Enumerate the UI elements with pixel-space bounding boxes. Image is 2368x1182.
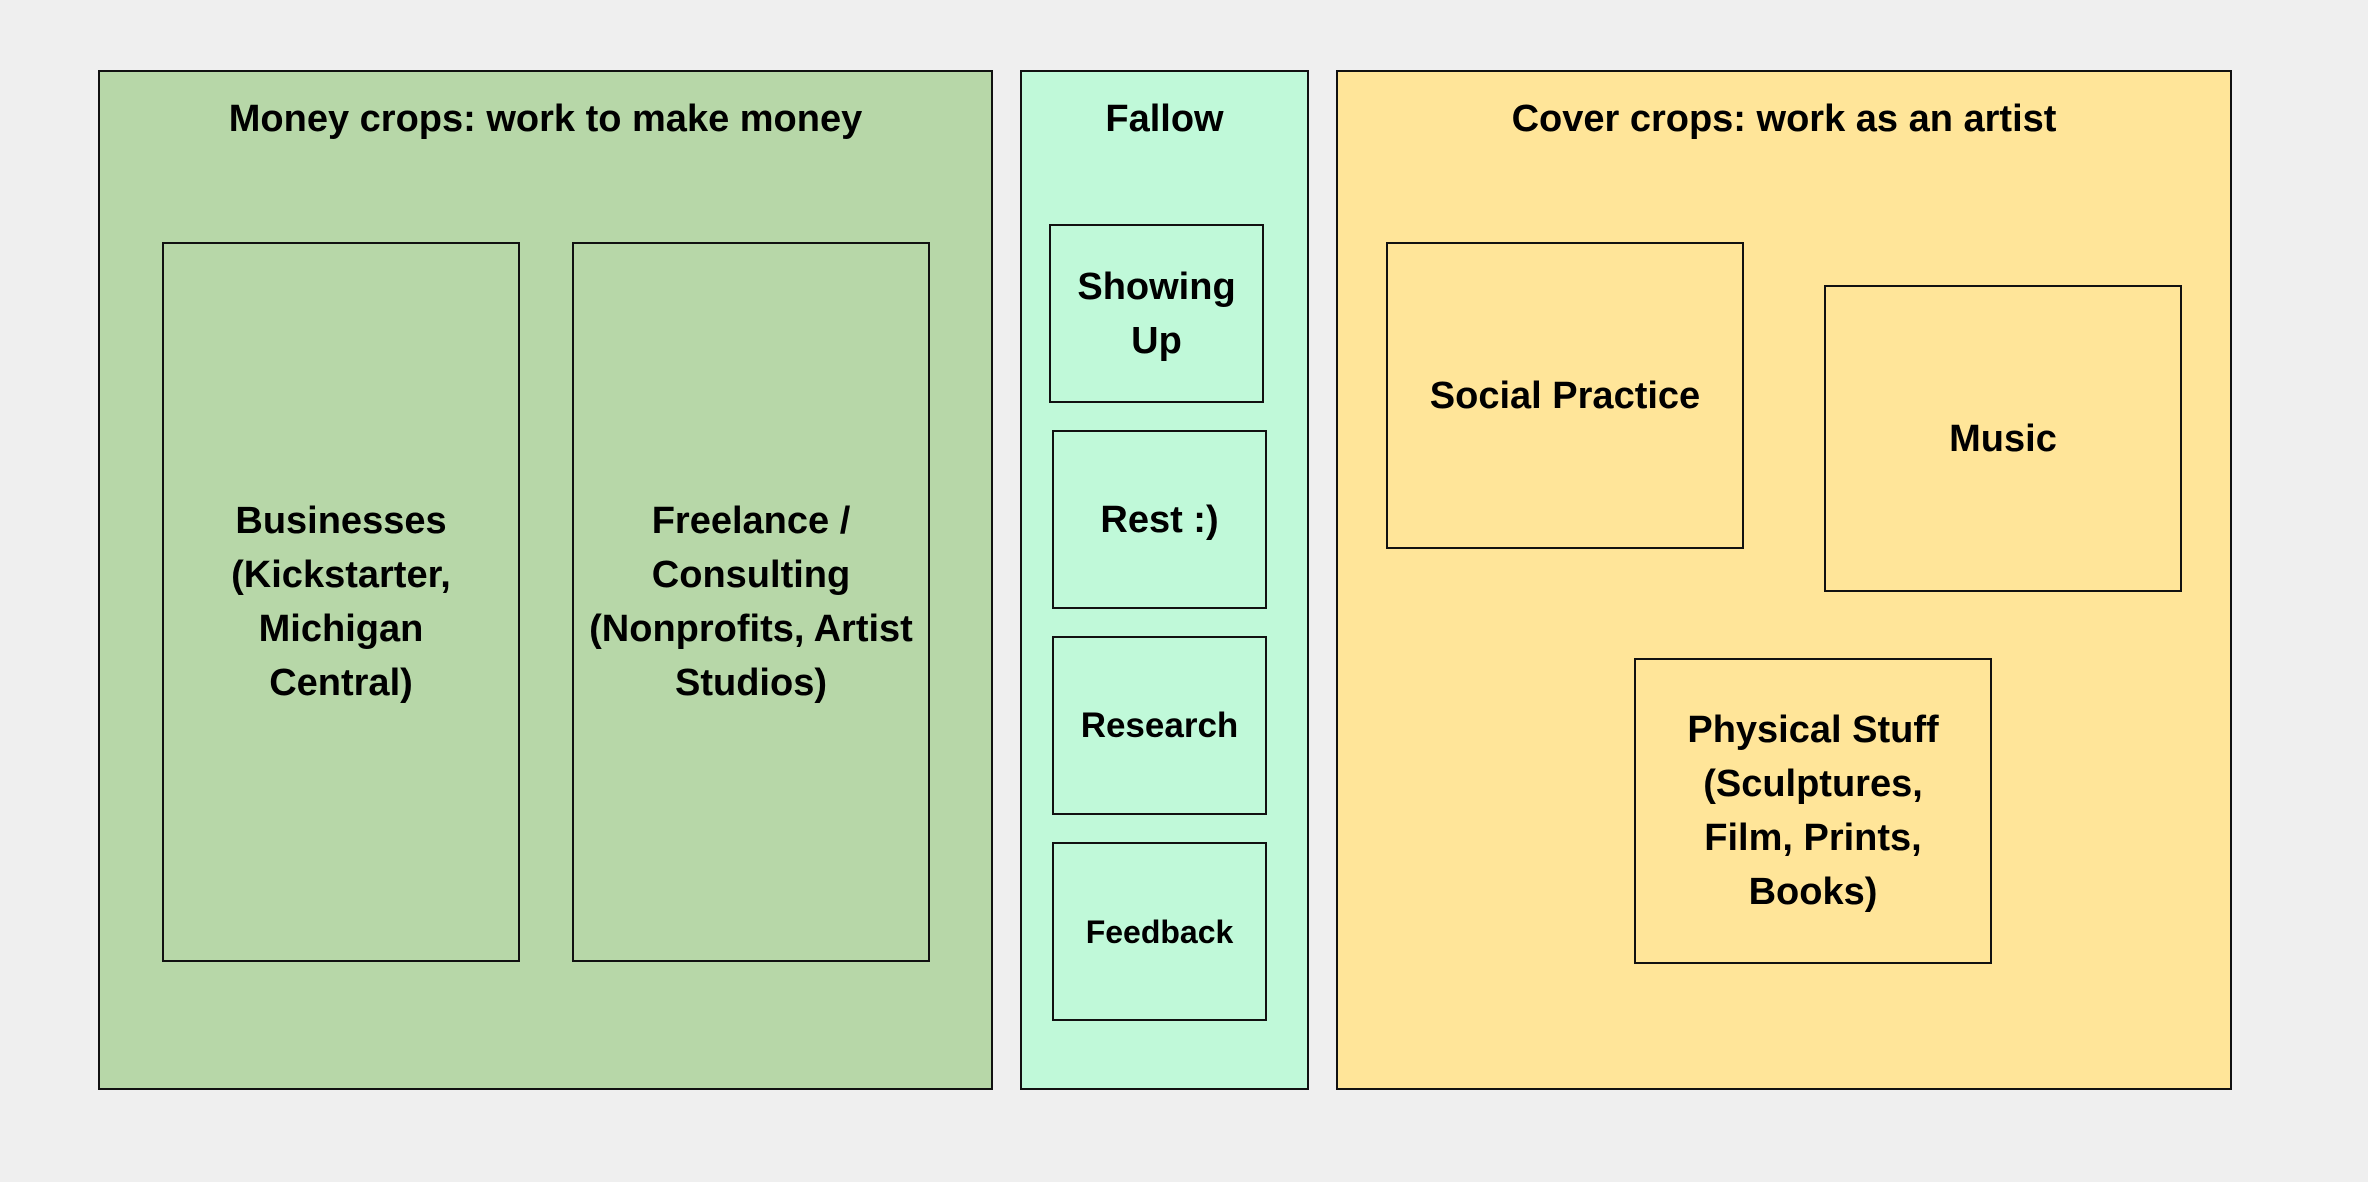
cover-crops-title: Cover crops: work as an artist xyxy=(1511,98,2057,140)
research-box: Research xyxy=(1052,636,1267,815)
social-practice-label: Social Practice xyxy=(1429,374,1701,417)
social-practice-box: Social Practice xyxy=(1386,242,1744,549)
research-label: Research xyxy=(1080,705,1239,745)
music-box: Music xyxy=(1824,285,2182,592)
freelance-consulting-box: Freelance / Consulting (Nonprofits, Arti… xyxy=(572,242,930,962)
businesses-label: Businesses (Kickstarter, Michigan Centra… xyxy=(231,500,451,704)
physical-stuff-box: Physical Stuff (Sculptures, Film, Prints… xyxy=(1634,658,1992,964)
feedback-box: Feedback xyxy=(1052,842,1267,1021)
freelance-consulting-label: Freelance / Consulting (Nonprofits, Arti… xyxy=(589,500,913,704)
cover-crops-panel: Cover crops: work as an artist Social Pr… xyxy=(1336,70,2232,1090)
rest-box: Rest :) xyxy=(1052,430,1267,609)
money-crops-panel: Money crops: work to make money Business… xyxy=(98,70,993,1090)
rest-label: Rest :) xyxy=(1100,498,1219,541)
money-crops-title: Money crops: work to make money xyxy=(228,98,863,140)
showing-up-label: Showing Up xyxy=(1077,265,1236,362)
fallow-panel: Fallow Showing Up Rest :) Research Feedb… xyxy=(1020,70,1309,1090)
music-label: Music xyxy=(1949,417,2057,460)
feedback-label: Feedback xyxy=(1085,913,1234,950)
businesses-box: Businesses (Kickstarter, Michigan Centra… xyxy=(162,242,520,962)
physical-stuff-label: Physical Stuff (Sculptures, Film, Prints… xyxy=(1687,709,1939,913)
showing-up-box: Showing Up xyxy=(1049,224,1264,403)
fallow-title: Fallow xyxy=(1105,98,1224,140)
